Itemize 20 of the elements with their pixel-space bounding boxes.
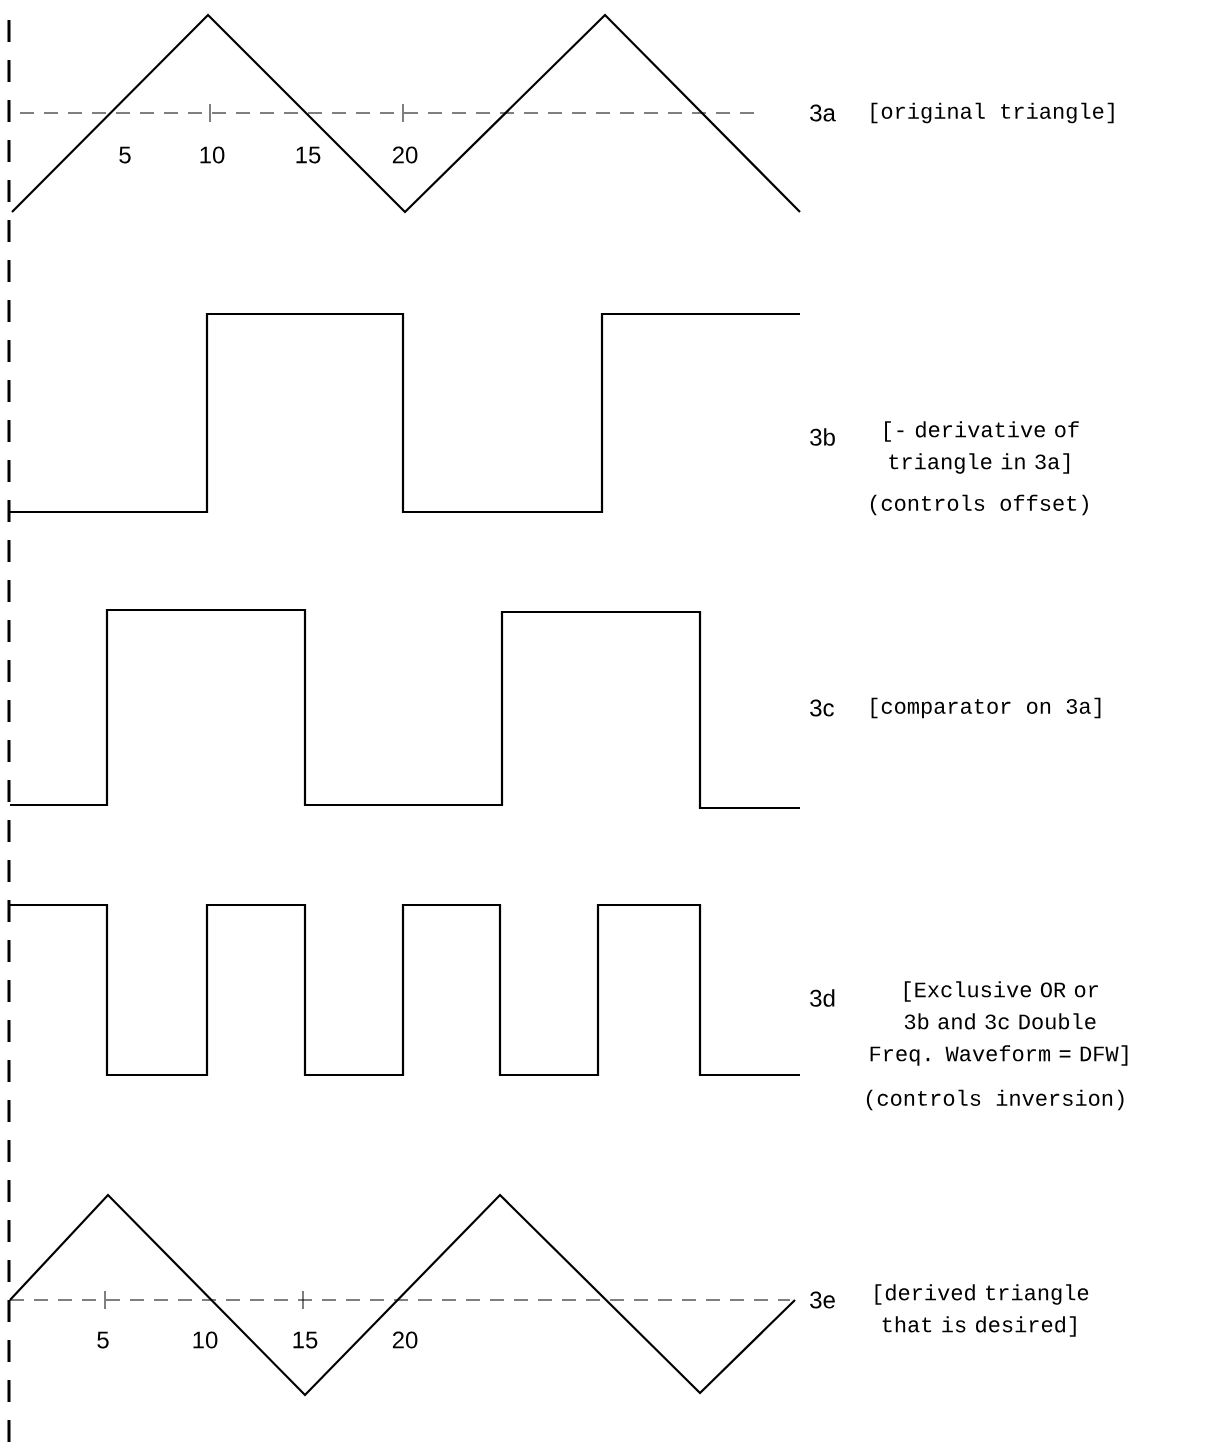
- waveform-label: 3c: [810, 699, 834, 717]
- tick-label: 15: [293, 1331, 318, 1349]
- waveform-description: [original triangle]: [871, 102, 1114, 124]
- waveform-label: 3d: [810, 989, 835, 1007]
- waveform-label: 3b: [810, 428, 835, 446]
- waveform-description: [Exclusive OR or 3b and 3c Double Freq. Waveform = DFW]: [870, 981, 1128, 1066]
- tick-label: 15: [296, 146, 321, 164]
- tick-label: 20: [392, 1331, 418, 1349]
- tick-label: 10: [200, 146, 225, 164]
- waveform-description: (controls offset): [870, 494, 1088, 516]
- waveform-description: [comparator on 3a]: [871, 697, 1101, 719]
- tick-label: 5: [97, 1331, 109, 1349]
- waveform-description: [derived triangle that is desired]: [875, 1284, 1089, 1337]
- tick-label: 10: [193, 1331, 218, 1349]
- tick-label: 5: [119, 146, 131, 164]
- waveform-label: 3a: [810, 104, 836, 122]
- waveform-label: 3e: [810, 1291, 835, 1309]
- waveform-description: [- derivative of triangle in 3a]: [885, 421, 1079, 474]
- tick-label: 20: [392, 146, 418, 164]
- waveform-description: (controls inversion): [866, 1089, 1124, 1111]
